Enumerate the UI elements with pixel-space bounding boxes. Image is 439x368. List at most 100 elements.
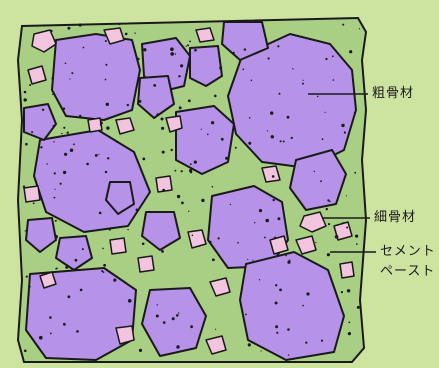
sand-dot <box>277 45 279 47</box>
sand-dot <box>261 350 262 351</box>
sand-dot <box>279 93 281 95</box>
sand-dot <box>39 336 43 340</box>
sand-dot <box>245 314 247 316</box>
sand-dot <box>335 235 339 239</box>
sand-dot <box>302 83 304 85</box>
sand-dot <box>103 264 106 267</box>
coarse-aggregate-particle-7 <box>176 106 234 174</box>
sand-dot <box>60 183 62 185</box>
sand-dot <box>40 146 42 148</box>
sand-dot <box>100 124 102 126</box>
sand-dot <box>328 223 330 225</box>
coarse-aggregate-particle-1 <box>52 34 140 120</box>
sand-dot <box>176 345 179 348</box>
sand-dot <box>342 24 344 26</box>
fine-aggregate-particle-14 <box>110 238 126 254</box>
sand-dot <box>212 186 214 188</box>
sand-dot <box>128 299 132 303</box>
sand-dot <box>248 343 251 346</box>
sand-dot <box>65 266 68 269</box>
sand-dot <box>265 219 269 223</box>
sand-dot <box>275 284 277 286</box>
sand-dot <box>292 68 293 69</box>
sand-dot <box>170 47 174 51</box>
sand-dot <box>346 227 348 229</box>
sand-dot <box>270 111 273 114</box>
sand-dot <box>54 235 58 239</box>
sand-dot <box>31 131 33 133</box>
sand-dot <box>186 46 187 47</box>
sand-dot <box>194 49 197 52</box>
sand-dot <box>181 202 184 205</box>
sand-dot <box>348 332 351 335</box>
sand-dot <box>107 157 109 159</box>
sand-dot <box>63 171 66 174</box>
sand-dot <box>259 279 260 280</box>
fine-aggregate-particle-3 <box>196 28 214 42</box>
sand-dot <box>98 154 99 155</box>
sand-dot <box>341 291 343 293</box>
sand-dot <box>329 201 331 203</box>
sand-dot <box>52 94 54 96</box>
sand-dot <box>333 79 335 81</box>
sand-dot <box>42 109 44 111</box>
label-fine-aggregate: 細骨材 <box>374 210 416 226</box>
sand-dot <box>341 124 344 127</box>
coarse-aggregate-particle-16 <box>290 150 346 210</box>
sand-dot <box>332 55 334 57</box>
sand-dot <box>207 134 209 136</box>
sand-dot <box>56 268 58 270</box>
sand-dot <box>303 80 304 81</box>
sand-dot <box>181 170 183 172</box>
sand-dot <box>134 33 135 34</box>
sand-dot <box>163 321 166 324</box>
sand-dot <box>63 108 65 110</box>
sand-dot <box>177 195 180 198</box>
sand-dot <box>24 91 27 94</box>
sand-dot <box>355 235 358 238</box>
sand-dot <box>23 186 25 188</box>
sand-dot <box>46 163 47 164</box>
sand-dot <box>49 316 52 319</box>
sand-dot <box>142 158 145 161</box>
sand-dot <box>201 199 204 202</box>
sand-dot <box>50 30 52 32</box>
sand-dot <box>247 259 248 260</box>
sand-dot <box>161 127 164 130</box>
sand-dot <box>79 23 82 26</box>
sand-dot <box>50 333 52 335</box>
sand-dot <box>188 99 191 102</box>
sand-dot <box>65 63 67 65</box>
fine-aggregate-particle-20 <box>340 262 354 278</box>
sand-dot <box>68 295 71 298</box>
sand-dot <box>105 171 107 173</box>
sand-dot <box>55 220 57 222</box>
sand-dot <box>113 279 116 282</box>
sand-dot <box>190 325 193 328</box>
sand-dot <box>109 228 111 230</box>
sand-dot <box>287 116 290 119</box>
sand-dot <box>187 44 189 46</box>
sand-dot <box>359 28 360 29</box>
sand-dot <box>215 329 216 330</box>
sand-dot <box>244 48 246 50</box>
sand-dot <box>291 137 293 139</box>
sand-dot <box>161 250 164 253</box>
sand-dot <box>347 289 350 292</box>
sand-dot <box>61 133 62 134</box>
sand-dot <box>86 163 89 166</box>
sand-dot <box>162 151 165 154</box>
sand-dot <box>225 157 228 160</box>
sand-dot <box>106 103 109 106</box>
sand-dot <box>63 127 65 129</box>
sand-dot <box>259 209 262 212</box>
sand-dot <box>306 292 309 295</box>
sand-dot <box>212 258 215 261</box>
sand-dot <box>153 84 156 87</box>
sand-dot <box>287 261 290 264</box>
sand-dot <box>218 237 220 239</box>
sand-dot <box>288 354 289 355</box>
sand-dot <box>349 50 352 53</box>
sand-dot <box>344 131 346 133</box>
sand-dot <box>69 78 70 79</box>
